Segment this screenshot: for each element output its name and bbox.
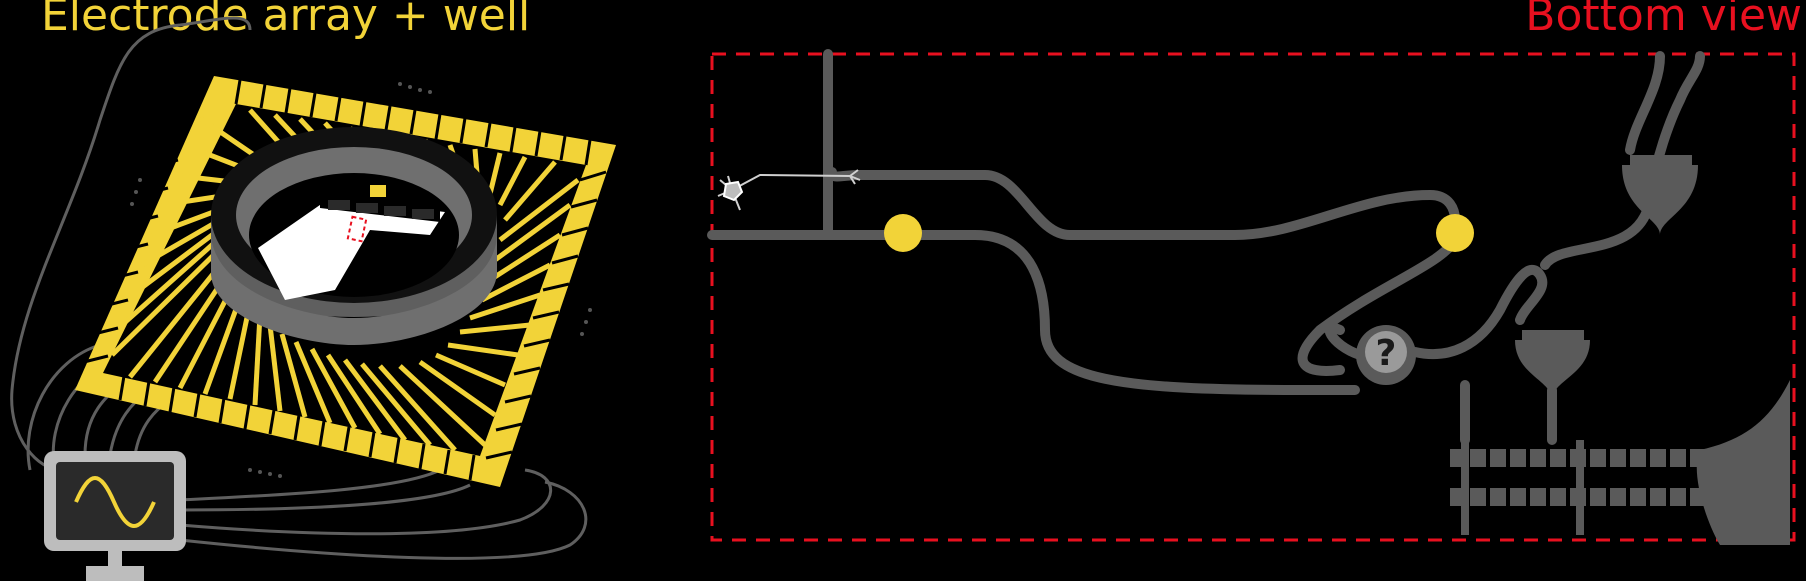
region-of-interest <box>346 215 368 243</box>
wire <box>179 483 471 512</box>
wire <box>179 480 588 560</box>
question-mark: ? <box>1376 333 1397 374</box>
connection-wires <box>10 16 588 560</box>
bottom-view-panel: ? <box>707 49 1796 545</box>
electrode-dot-right <box>1436 214 1474 252</box>
electrode-array <box>75 76 616 487</box>
wire <box>179 468 441 502</box>
wire <box>179 468 553 536</box>
funnel-reservoirs <box>1515 155 1790 545</box>
electrode-dot-left <box>884 214 922 252</box>
wire <box>26 343 101 471</box>
monitor-icon <box>44 451 186 581</box>
sine-wave-icon <box>74 476 156 528</box>
unknown-node: ? <box>1356 325 1416 385</box>
wire <box>10 16 252 472</box>
decorative-dots <box>130 82 592 478</box>
electrode-pads <box>83 79 607 481</box>
electrode-array-title: Electrode array + well <box>41 0 531 41</box>
bottom-view-title: Bottom view <box>1525 0 1802 41</box>
microfluidic-insert <box>258 198 445 300</box>
segmented-channels <box>1450 449 1720 506</box>
neuron-icon <box>717 169 861 211</box>
bottom-view-frame <box>710 52 1796 542</box>
culture-well <box>211 127 497 345</box>
